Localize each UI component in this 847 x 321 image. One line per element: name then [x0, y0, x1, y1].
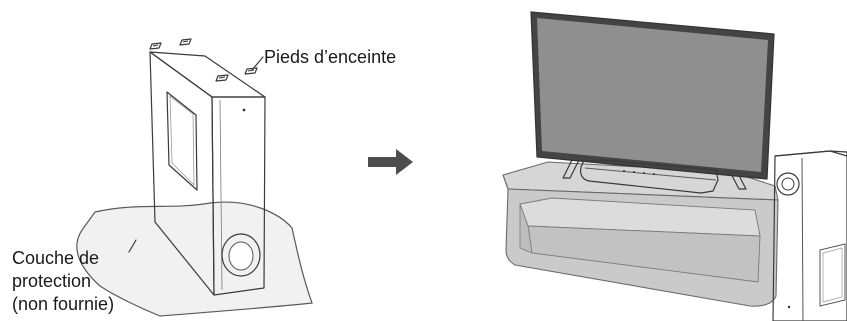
- speaker-foot-3: [215, 74, 229, 82]
- protective-sheet-label-line-2: protection: [12, 271, 91, 291]
- subwoofer-standing: [149, 51, 266, 296]
- speaker-foot-2: [179, 38, 192, 46]
- subwoofer-beside-tv: [772, 150, 847, 321]
- protective-sheet: [76, 201, 313, 317]
- speaker-foot-4: [244, 67, 258, 75]
- protective-sheet-label-line-1: Couche de: [12, 248, 99, 268]
- tv: [530, 11, 775, 190]
- arrow-right-icon: [368, 149, 413, 175]
- soundbar: [579, 159, 719, 194]
- protective-sheet-leader-line: [128, 239, 137, 253]
- speaker-foot-1: [149, 42, 162, 50]
- protective-sheet-label-line-3: (non fournie): [12, 294, 114, 314]
- speaker-feet-label: Pieds d’enceinte: [264, 47, 396, 67]
- speaker-feet-leader-line: [251, 56, 264, 71]
